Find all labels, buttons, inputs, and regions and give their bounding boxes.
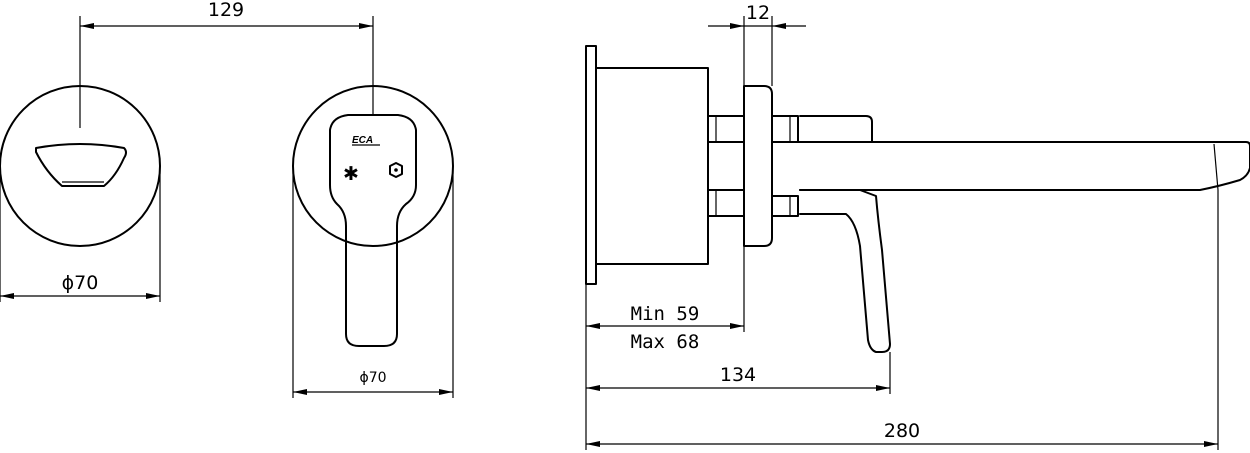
plate-arrow-right bbox=[772, 23, 786, 29]
lever-projection-label: 134 bbox=[720, 364, 756, 386]
concealed-body bbox=[595, 67, 709, 265]
mixer-logo: ECA bbox=[352, 135, 373, 146]
center-distance-label: 129 bbox=[208, 0, 244, 21]
cover-plate bbox=[743, 85, 773, 247]
spout-dia-arrow-left bbox=[0, 293, 14, 299]
side-view bbox=[585, 45, 1250, 353]
center-arrow-left bbox=[80, 23, 94, 29]
upper-stem bbox=[707, 115, 745, 143]
spout-connector bbox=[771, 115, 799, 143]
lever-arrow-right bbox=[876, 385, 890, 391]
mixer-dia-arrow-right bbox=[439, 389, 453, 395]
spout-body bbox=[797, 141, 1250, 191]
cold-water-icon: ✱ bbox=[343, 163, 359, 185]
dimension-installation-depth: Min 59 Max 68 bbox=[585, 246, 745, 450]
spout-diameter-label: ϕ70 bbox=[62, 272, 99, 294]
mixer-diameter-label: ϕ70 bbox=[359, 370, 386, 386]
mixer-dia-arrow-left bbox=[293, 389, 307, 395]
center-arrow-right bbox=[359, 23, 373, 29]
spout-outlet-line bbox=[1213, 143, 1219, 191]
depth-max-label: Max 68 bbox=[631, 331, 700, 353]
dimension-lever-projection: 134 bbox=[586, 352, 891, 394]
dimension-wall-plate: 12 bbox=[708, 2, 806, 86]
spout-arrow-right bbox=[1204, 441, 1218, 447]
spout-projection-label: 280 bbox=[884, 420, 920, 442]
dimension-spout-projection: 280 bbox=[586, 190, 1219, 450]
depth-arrow-right bbox=[730, 323, 744, 329]
dimension-center-distance: 129 bbox=[79, 0, 374, 128]
depth-min-label: Min 59 bbox=[631, 303, 700, 325]
wall-flange bbox=[585, 45, 597, 285]
lower-stem bbox=[707, 189, 745, 217]
spout-dia-arrow-right bbox=[146, 293, 160, 299]
lever-arrow-left bbox=[586, 385, 600, 391]
spout-arrow-left bbox=[586, 441, 600, 447]
spout-outlet bbox=[35, 143, 127, 187]
depth-arrow-left bbox=[586, 323, 600, 329]
lever-connector bbox=[771, 195, 799, 217]
spout-top-hub bbox=[799, 115, 873, 143]
mixer-lever-outline bbox=[329, 114, 417, 347]
dimension-spout-rosette: ϕ70 bbox=[0, 166, 161, 302]
plate-thickness-label: 12 bbox=[746, 2, 770, 24]
hot-water-icon bbox=[389, 162, 403, 178]
dimension-mixer-rosette: ϕ70 bbox=[292, 166, 454, 398]
plate-arrow-left bbox=[730, 23, 744, 29]
mixer-front-view: ECA ✱ bbox=[292, 85, 454, 347]
lever-side bbox=[799, 189, 891, 353]
